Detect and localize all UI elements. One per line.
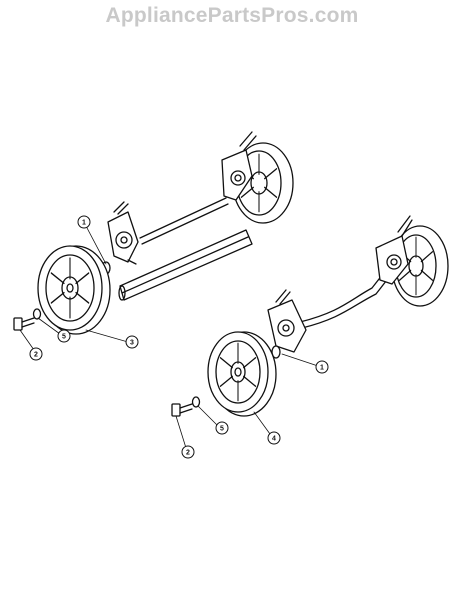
wheel-bolt-lower — [171, 403, 193, 417]
callout-label: 5 — [62, 334, 66, 341]
near-height-adjuster-bracket — [107, 201, 139, 265]
callout-label: 4 — [272, 436, 276, 443]
site-watermark: AppliancePartsPros.com — [105, 4, 359, 27]
wheel-bolt-upper — [13, 317, 35, 331]
callout-2-upper: 2 — [29, 347, 43, 361]
rear-axle-tube — [118, 229, 253, 301]
nut-lower — [191, 396, 201, 408]
front-axle-rod — [299, 269, 391, 329]
callout-3: 3 — [125, 335, 139, 349]
callout-label: 2 — [34, 352, 38, 359]
callout-4: 4 — [267, 431, 281, 445]
callout-1-lower: 1 — [315, 360, 329, 374]
callout-2-lower: 2 — [181, 445, 195, 459]
callout-label: 5 — [220, 426, 224, 433]
wheel-4 — [207, 331, 277, 417]
callout-5-lower: 5 — [215, 421, 229, 435]
callout-5-upper: 5 — [57, 329, 71, 343]
nut-upper — [32, 308, 42, 320]
callout-1-upper: 1 — [77, 215, 91, 229]
callout-label: 3 — [130, 340, 134, 347]
leader-lines — [19, 225, 319, 449]
upper-axle-rod — [139, 197, 229, 245]
callout-label: 1 — [82, 220, 86, 227]
far-front-bracket — [375, 215, 413, 285]
near-front-bracket — [267, 289, 307, 353]
far-height-adjuster-bracket — [221, 131, 257, 201]
callout-label: 1 — [320, 365, 324, 372]
far-front-wheel — [391, 225, 449, 307]
wheel-3 — [37, 245, 111, 335]
callout-label: 2 — [186, 450, 190, 457]
